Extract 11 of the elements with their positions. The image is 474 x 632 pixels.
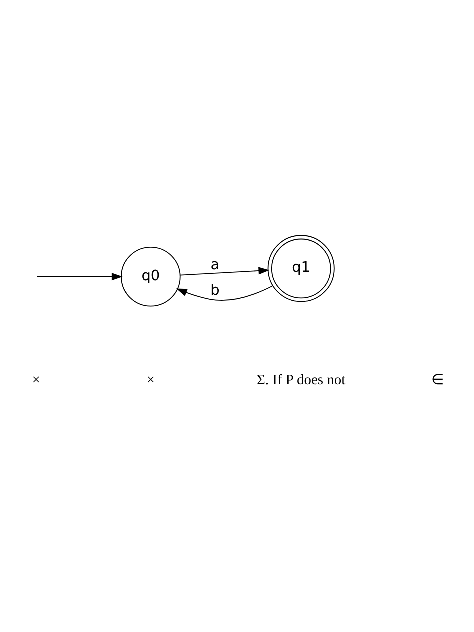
label: ∈ xyxy=(432,372,444,388)
arrow xyxy=(36,272,123,280)
edge-label: a xyxy=(210,256,220,273)
label: × xyxy=(146,372,155,388)
arrow xyxy=(176,285,274,300)
edge-label: b xyxy=(210,282,220,298)
label: Σ. If P does not xyxy=(256,372,346,388)
node-circle: q1 xyxy=(268,234,335,302)
node-circle: q0 xyxy=(121,246,181,306)
label: × xyxy=(32,372,40,388)
arrow xyxy=(180,266,270,276)
